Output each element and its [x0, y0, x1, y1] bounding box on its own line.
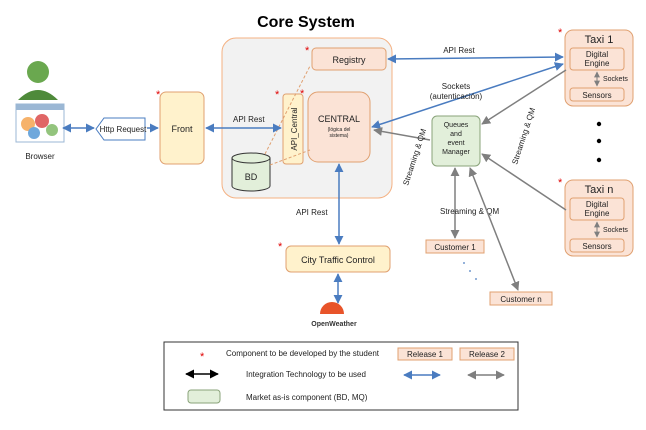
- api-central-star-icon: *: [275, 89, 280, 101]
- taxin-star-icon: *: [558, 177, 563, 189]
- taxi1-digital-engine-box: [569, 47, 625, 71]
- legend-box: [163, 341, 519, 411]
- bd-database: [231, 152, 271, 192]
- legend-release1-label: Release 1: [407, 350, 444, 359]
- city-traffic-star-icon: *: [278, 241, 283, 253]
- customer1-label: Customer 1: [434, 243, 476, 252]
- legend-star-desc: Component to be developed by the student: [226, 349, 380, 358]
- taxi1-digital-label-1: Digital: [586, 50, 608, 59]
- central-star-icon: *: [300, 88, 305, 100]
- taxi1-star-icon: *: [558, 27, 563, 39]
- queues-label-2: and: [450, 131, 462, 138]
- registry-label: Registry: [332, 55, 366, 65]
- api-rest-taxi-label: API Rest: [443, 46, 475, 55]
- customern-label: Customer n: [500, 295, 541, 304]
- legend-integration-label: Integration Technology to be used: [246, 370, 366, 379]
- taxi-ellipsis-dot: [596, 121, 602, 127]
- sockets-auth-label-2: (autenticación): [430, 92, 483, 101]
- openweather-label: OpenWeather: [311, 321, 357, 328]
- taxi-ellipsis-dot: [596, 138, 602, 144]
- queues-central-arrow: [373, 126, 431, 141]
- customer-ellipsis-dot: [469, 270, 471, 272]
- taxi1-sensors-box: [569, 87, 625, 102]
- city-traffic-box: [285, 245, 391, 273]
- customern-box: [489, 291, 553, 306]
- taxi-ellipsis-dot: [596, 157, 602, 163]
- queues-label-1: Queues: [444, 122, 469, 129]
- bd-label: BD: [245, 172, 258, 182]
- browser-label: Browser: [25, 152, 55, 161]
- taxin-sockets-label: Sockets: [603, 227, 628, 234]
- registry-box: [311, 47, 387, 71]
- front-label: Front: [171, 124, 193, 134]
- taxin-sensors-box: [569, 238, 625, 253]
- bd-central-link: [269, 149, 311, 166]
- queues-taxi1-arrow: [481, 69, 567, 125]
- taxin-sensors-label: Sensors: [582, 242, 611, 251]
- customer-ellipsis-dot: [475, 278, 477, 280]
- http-request-box: [95, 117, 146, 141]
- queues-label-3: event: [447, 140, 464, 147]
- central-sub-line2: sistema): [330, 133, 349, 139]
- streaming-qm-customer-label: Streaming & QM: [440, 207, 499, 216]
- taxin-label: Taxi n: [585, 184, 614, 196]
- openweather-logo-icon: [320, 302, 344, 314]
- customer-ellipsis-dot: [463, 262, 465, 264]
- legend-release2-label: Release 2: [469, 350, 506, 359]
- taxi1-sockets-label: Sockets: [603, 76, 628, 83]
- city-traffic-label: City Traffic Control: [301, 255, 375, 265]
- legend-market-swatch: [187, 389, 221, 404]
- taxi1-label: Taxi 1: [585, 34, 614, 46]
- browser-icon: [15, 61, 65, 143]
- central-box: [307, 91, 371, 163]
- taxin-digital-label-1: Digital: [586, 200, 608, 209]
- front-box: [159, 91, 205, 165]
- legend-star-icon: *: [200, 351, 205, 363]
- http-request-label: Http Request: [100, 125, 147, 134]
- registry-taxi1-arrow: [387, 52, 564, 64]
- queues-customern-arrow: [468, 167, 520, 291]
- bd-registry-link: [264, 65, 311, 155]
- front-star-icon: *: [156, 89, 161, 101]
- api-central-box: [282, 93, 304, 165]
- sockets-auth-label-1: Sockets: [442, 82, 470, 91]
- queues-label-4: Manager: [442, 149, 470, 156]
- api-rest-city-label: API Rest: [296, 208, 328, 217]
- api-rest-front-label: API Rest: [233, 115, 265, 124]
- taxi1-digital-label-2: Engine: [585, 59, 610, 68]
- central-taxi1-sockets-arrow: [371, 62, 564, 129]
- registry-star-icon: *: [305, 45, 310, 57]
- legend-release1-box: [397, 347, 453, 361]
- legend-release2-box: [459, 347, 515, 361]
- streaming-qm-taxi-label: Streaming & QM: [510, 106, 537, 165]
- central-label: CENTRAL: [318, 114, 360, 124]
- legend-market-label: Market as-is component (BD, MQ): [246, 393, 368, 402]
- taxi1-sensors-label: Sensors: [582, 91, 611, 100]
- central-sub-line1: (lógica del: [328, 127, 351, 133]
- core-system-title: Core System: [257, 14, 355, 31]
- taxin-digital-label-2: Engine: [585, 209, 610, 218]
- taxin-digital-engine-box: [569, 197, 625, 221]
- queues-taxin-arrow: [481, 153, 567, 211]
- api-central-label: API_Central: [290, 107, 299, 150]
